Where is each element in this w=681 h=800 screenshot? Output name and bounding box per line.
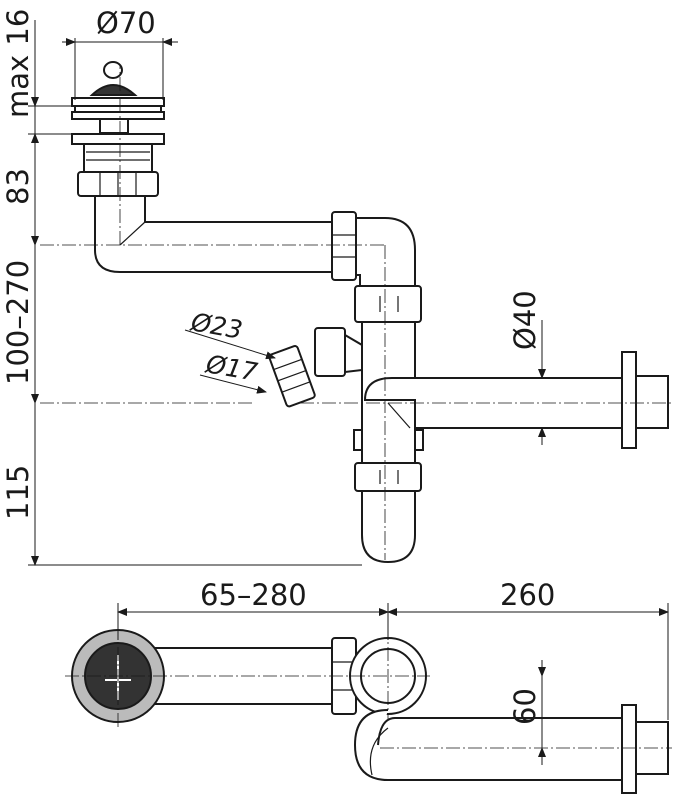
drain-arm-pipe bbox=[94, 194, 341, 273]
trap-nut-top bbox=[354, 285, 422, 323]
hose-connector bbox=[268, 345, 316, 408]
dim-horizontal-range: 65–280 bbox=[200, 578, 307, 612]
plug-ring bbox=[103, 61, 123, 79]
side-view bbox=[40, 61, 672, 564]
dim-plug-height: 83 bbox=[1, 168, 35, 205]
trap-nut-bottom bbox=[354, 462, 422, 492]
sink-plug bbox=[71, 61, 165, 197]
dim-outlet-length: 260 bbox=[500, 578, 555, 612]
dim-outlet-diameter: Ø40 bbox=[508, 290, 542, 350]
dim-hose-inner: Ø17 bbox=[203, 349, 260, 387]
wall-flange bbox=[621, 351, 637, 449]
top-dimension-lines bbox=[117, 603, 669, 765]
top-view bbox=[65, 625, 672, 794]
dim-plug-diameter: Ø70 bbox=[96, 6, 156, 40]
dim-max-flange: max 16 bbox=[1, 9, 35, 118]
dimension-lines bbox=[28, 20, 546, 566]
trap-body bbox=[361, 319, 416, 564]
dim-trap-depth: 115 bbox=[1, 465, 35, 520]
dim-offset: 60 bbox=[508, 688, 542, 725]
hose-nut bbox=[314, 327, 346, 377]
dim-hose-outer: Ø23 bbox=[188, 307, 245, 345]
arm-nut bbox=[331, 211, 357, 281]
elbow bbox=[355, 217, 416, 291]
dim-drop-range: 100–270 bbox=[1, 260, 35, 385]
